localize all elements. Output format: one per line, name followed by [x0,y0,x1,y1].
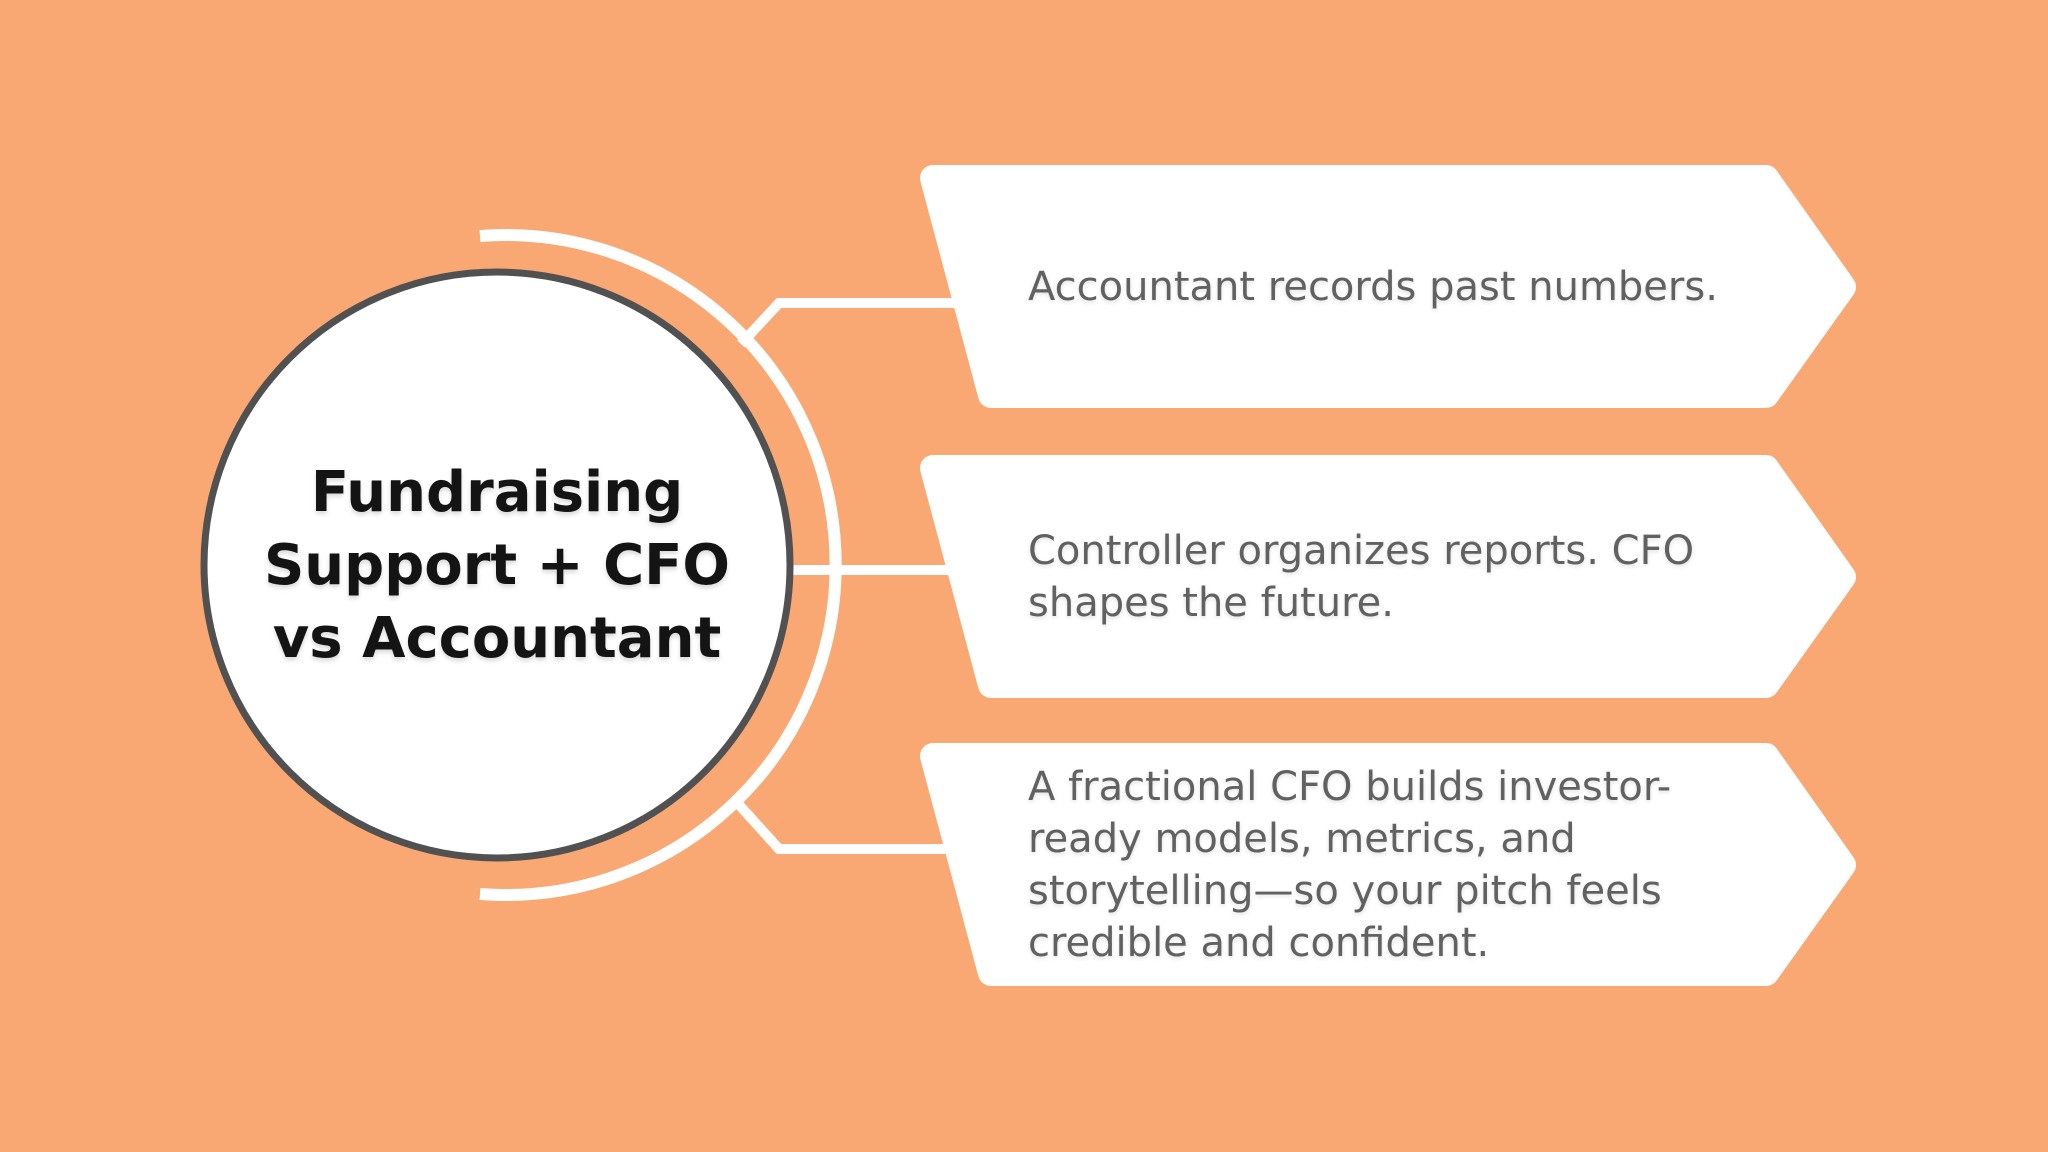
box-text-bottom: A fractional CFO builds investor- ready … [1028,743,1773,986]
circle-title: Fundraising Support + CFO vs Accountant [172,415,822,715]
connector-line-top [737,298,1000,348]
box-text-line: shapes the future. [1028,579,1394,626]
box-text-middle: Controller organizes reports. CFO shapes… [1028,455,1773,698]
box-text-line: ready models, metrics, and [1028,815,1576,862]
arrow-box-bottom [920,743,1856,986]
box-text-line: A fractional CFO builds investor- [1028,763,1672,810]
box-text-line: storytelling—so your pitch feels [1028,867,1662,914]
connector-line-bottom [728,793,1000,854]
arrow-box-top [920,165,1856,408]
circle-title-line: vs Accountant [272,605,722,671]
box-text-line: Accountant records past numbers. [1028,263,1718,310]
box-text-top: Accountant records past numbers. [1028,165,1773,408]
circle-title-line: Fundraising [310,459,684,525]
arrow-box-middle [920,455,1856,698]
circle-title-line: Support + CFO [263,532,731,598]
box-text-line: Controller organizes reports. CFO [1028,527,1695,574]
box-text-line: credible and confident. [1028,919,1490,966]
center-circle [200,268,794,862]
